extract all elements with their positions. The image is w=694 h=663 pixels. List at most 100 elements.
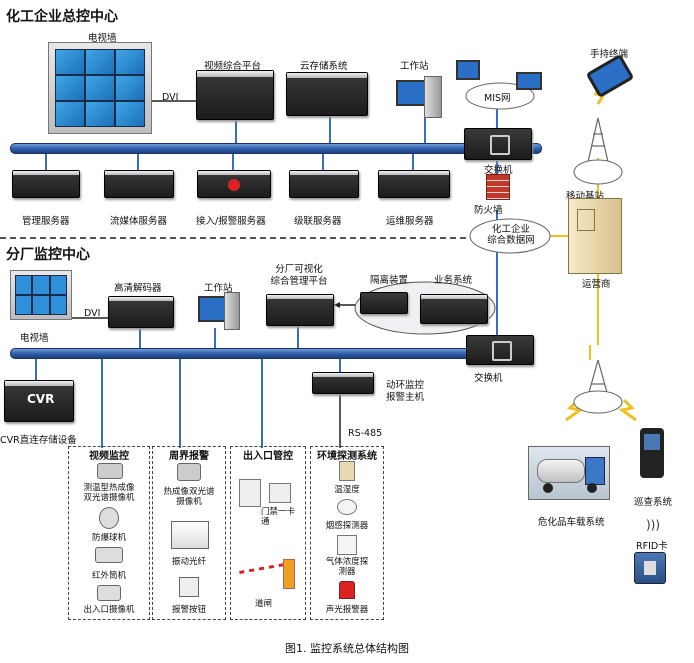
siren-icon — [339, 581, 355, 599]
branch-video-wall — [10, 270, 72, 320]
dome-camera-icon — [99, 507, 119, 529]
subsystem-box-perimeter: 周界报警 热成像双光谱 摄像机 振动光纤 报警按钮 — [152, 446, 226, 620]
video-wall — [48, 42, 152, 134]
server-label: 运维服务器 — [386, 216, 434, 227]
tower-icon — [587, 117, 609, 397]
device-label: 报警按钮 — [171, 605, 206, 615]
server-device — [197, 170, 271, 198]
subsystem-title: 周界报警 — [169, 451, 209, 462]
hq-switch-device — [464, 128, 532, 160]
bullet-camera-icon — [95, 547, 123, 563]
hq-network-bus — [10, 143, 542, 154]
barrier-post-icon — [283, 559, 295, 589]
pc-tower-icon — [424, 76, 442, 118]
cloud-storage-label: 云存储系统 — [300, 61, 348, 72]
branch-video-wall-label: 电视墙 — [20, 333, 49, 344]
wifi-icon: ))) — [645, 518, 661, 532]
server-device — [289, 170, 359, 198]
device-label: 振动光纤 — [171, 557, 206, 567]
device-label: 气体浓度探 测器 — [325, 557, 369, 577]
monitor-icon — [396, 80, 426, 106]
video-wall-label: 电视墙 — [88, 33, 117, 44]
branch-network-bus — [10, 348, 532, 359]
figure-caption: 图1. 监控系统总体结构图 — [285, 642, 409, 655]
camera-icon — [97, 463, 123, 479]
branch-title: 分厂监控中心 — [6, 247, 90, 263]
rfid-label: RFID卡 — [636, 541, 668, 552]
camera-icon — [97, 585, 121, 601]
vis-platform-device — [266, 294, 334, 326]
device-label: 道闸 — [255, 599, 273, 609]
device-label: 烟感探测器 — [325, 521, 369, 531]
device-label: 声光报警器 — [325, 605, 369, 615]
cloud-storage-device — [286, 72, 368, 116]
business-label: 业务系统 — [434, 275, 473, 286]
base-station-label: 移动基站 — [566, 191, 605, 202]
hq-switch-label: 交换机 — [484, 165, 513, 176]
device-label: 出入口摄像机 — [83, 605, 135, 615]
camera-icon — [177, 463, 201, 481]
device-label: 防爆球机 — [91, 533, 126, 543]
laptop-icon — [456, 60, 480, 80]
branch-switch-label: 交换机 — [474, 373, 503, 384]
operator-label: 运营商 — [582, 279, 611, 290]
datanet-label: 化工企业 综合数据网 — [487, 224, 535, 246]
server-device — [378, 170, 450, 198]
gas-detector-icon — [337, 535, 357, 555]
subsystem-box-access: 出入口管控 门禁一卡 通 道闸 — [230, 446, 306, 620]
vehicle-system-label: 危化品车载系统 — [538, 517, 605, 528]
dvi-label: DVI — [162, 92, 179, 103]
hq-title: 化工企业总控中心 — [6, 9, 118, 25]
subsystem-title: 出入口管控 — [243, 451, 293, 462]
vibration-fiber-icon — [171, 521, 209, 549]
rs485-label: RS-485 — [348, 428, 383, 439]
device-label: 温湿度 — [334, 485, 360, 495]
device-label: 门禁一卡 通 — [261, 507, 296, 527]
vis-platform-label: 分厂可视化 综合管理平台 — [270, 264, 328, 287]
firewall-icon — [486, 174, 510, 200]
server-label: 流媒体服务器 — [110, 216, 168, 227]
isolation-label: 隔离装置 — [370, 275, 409, 286]
isolation-device — [360, 292, 408, 314]
cvr-device: CVR — [4, 380, 74, 422]
device-label: 测温型热成像 双光谱摄像机 — [83, 483, 135, 503]
barrier-gate-icon — [239, 563, 285, 574]
env-host-device — [312, 372, 374, 394]
subsystem-title: 视频监控 — [89, 451, 129, 462]
business-device — [420, 294, 488, 324]
operator-cabinet-icon — [568, 198, 622, 274]
thermometer-icon — [339, 461, 355, 481]
server-device — [12, 170, 80, 198]
server-label: 管理服务器 — [22, 216, 70, 227]
branch-workstation-label: 工作站 — [204, 283, 233, 294]
firewall-label: 防火墙 — [474, 205, 503, 216]
device-label: 热成像双光谱 摄像机 — [163, 487, 215, 507]
smoke-detector-icon — [337, 499, 357, 515]
tanker-truck-icon — [528, 446, 610, 500]
branch-switch-device — [466, 335, 534, 365]
laptop-icon — [516, 72, 542, 90]
patrol-label: 巡查系统 — [634, 497, 673, 508]
monitor-icon — [198, 296, 226, 322]
rfid-card-icon — [634, 552, 666, 584]
hd-decoder-device — [108, 296, 174, 328]
cvr-label: CVR直连存储设备 — [0, 435, 77, 446]
subsystem-box-video: 视频监控 测温型热成像 双光谱摄像机 防爆球机 红外筒机 出入口摄像机 — [68, 446, 150, 620]
server-label: 级联服务器 — [294, 216, 342, 227]
server-label: 接入/报警服务器 — [196, 216, 266, 227]
pc-tower-icon — [224, 292, 240, 330]
subsystem-box-environment: 环境探测系统 温湿度 烟感探测器 气体浓度探 测器 声光报警器 — [310, 446, 384, 620]
access-controller-icon — [269, 483, 291, 503]
patrol-terminal-icon — [640, 428, 664, 478]
mis-label: MIS网 — [484, 93, 511, 104]
access-card-reader-icon — [239, 479, 261, 507]
cvr-text: CVR — [27, 392, 55, 406]
branch-dvi-label: DVI — [84, 308, 101, 319]
hq-workstation-label: 工作站 — [400, 61, 429, 72]
handheld-label: 手持终端 — [590, 49, 629, 60]
cloud-icon — [465, 82, 623, 414]
server-device — [104, 170, 174, 198]
subsystem-title: 环境探测系统 — [317, 451, 377, 462]
device-label: 红外筒机 — [91, 571, 126, 581]
video-platform-device — [196, 70, 274, 120]
